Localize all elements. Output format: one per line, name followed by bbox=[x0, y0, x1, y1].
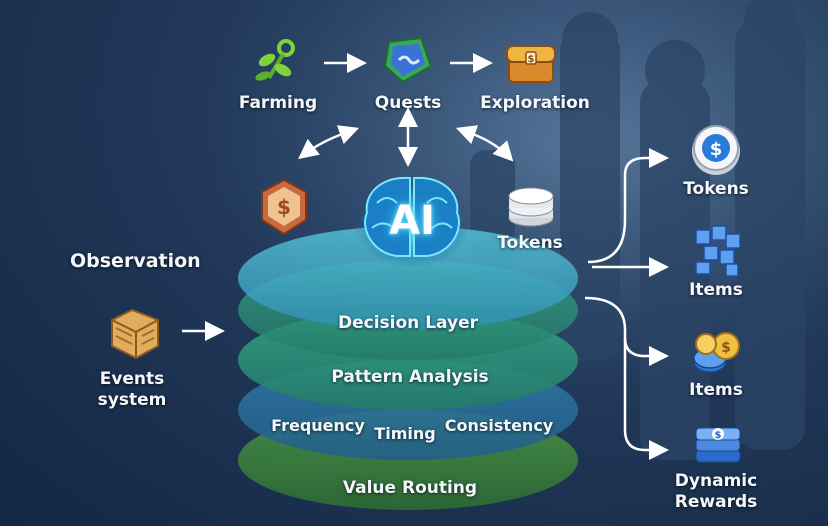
svg-text:$: $ bbox=[277, 195, 291, 219]
center-tokens-label: Tokens bbox=[497, 233, 563, 253]
exploration-label: Exploration bbox=[480, 93, 590, 113]
output-tokens-coin-icon: $ bbox=[692, 125, 740, 175]
output-items-2-label: Items bbox=[689, 380, 743, 400]
copper-token-icon: $ bbox=[261, 178, 307, 236]
output-items-cubes-icon bbox=[695, 225, 741, 277]
tokens-stack-icon bbox=[508, 187, 554, 227]
quests-badge-icon bbox=[383, 36, 433, 84]
events-system-cube-icon bbox=[111, 308, 159, 360]
events-label-line2: system bbox=[97, 390, 167, 410]
layer-stack bbox=[238, 226, 578, 510]
quests-label: Quests bbox=[374, 93, 442, 113]
svg-text:$: $ bbox=[721, 340, 731, 356]
arrow-out-tokens bbox=[587, 148, 669, 264]
svg-text:$: $ bbox=[710, 139, 723, 160]
ai-label: AI bbox=[389, 198, 435, 244]
pattern-analysis-label: Pattern Analysis bbox=[331, 367, 489, 387]
decision-layer-label: Decision Layer bbox=[338, 313, 478, 333]
arrow-quests-right bbox=[455, 125, 514, 162]
arrow-out-dynamic bbox=[623, 338, 669, 460]
layer-top-disc bbox=[238, 226, 578, 330]
ai-brain-icon bbox=[354, 176, 470, 268]
output-items-coins-icon: $ bbox=[693, 332, 740, 373]
timing-label: Timing bbox=[374, 424, 436, 443]
observation-label: Observation bbox=[70, 250, 201, 272]
consistency-label: Consistency bbox=[444, 416, 554, 435]
exploration-chest-icon: $ bbox=[506, 45, 556, 83]
frequency-label: Frequency bbox=[271, 416, 365, 435]
dynamic-rewards-line2: Rewards bbox=[674, 492, 758, 512]
output-items-1-label: Items bbox=[689, 280, 743, 300]
svg-text:$: $ bbox=[528, 54, 535, 65]
events-label-line1: Events bbox=[99, 369, 165, 389]
svg-text:$: $ bbox=[715, 430, 722, 441]
output-tokens-label: Tokens bbox=[683, 179, 749, 199]
value-routing-label: Value Routing bbox=[342, 478, 478, 498]
farming-label: Farming bbox=[238, 93, 318, 113]
farming-plant-icon bbox=[255, 39, 295, 81]
arrow-out-items-2 bbox=[584, 296, 669, 366]
dynamic-rewards-line1: Dynamic bbox=[674, 471, 758, 491]
arrow-quests-left bbox=[298, 125, 360, 160]
dynamic-rewards-stack-icon: $ bbox=[695, 427, 741, 463]
